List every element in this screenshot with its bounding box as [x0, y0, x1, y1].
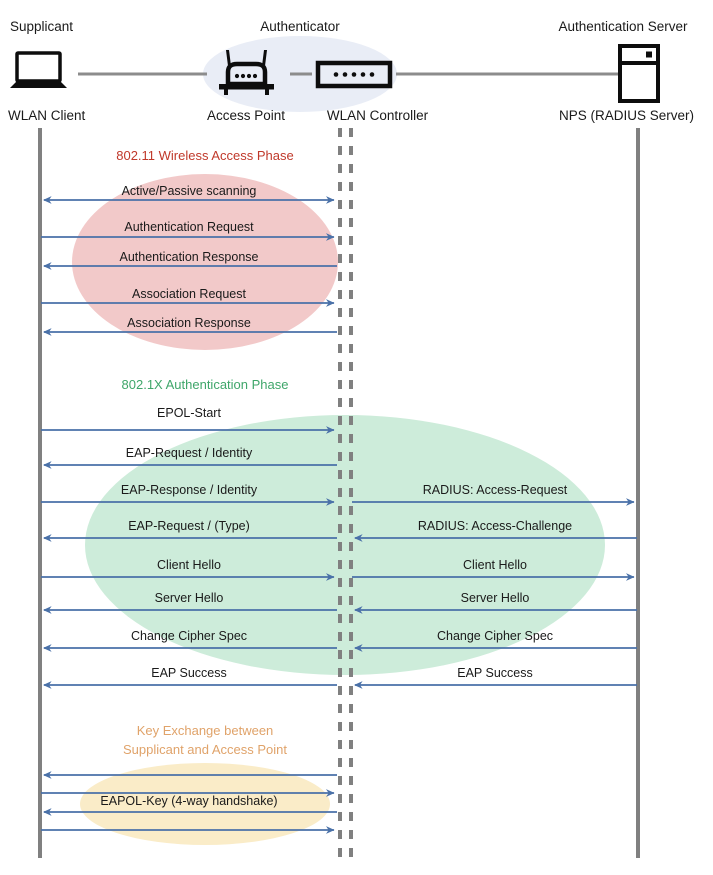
message-label-radius-access-challenge: RADIUS: Access-Challenge [417, 519, 573, 533]
phase-label-keyexchange-line1: Key Exchange between [136, 723, 274, 738]
device-label-access-point: Access Point [206, 108, 286, 123]
message-label-eap-response-identity: EAP-Response / Identity [120, 483, 258, 497]
message-label-association-response: Association Response [127, 316, 251, 330]
message-label-eap-success-left: EAP Success [151, 666, 227, 680]
phase-8021x-arrows-right [352, 498, 637, 689]
phase-label-8021x: 802.1X Authentication Phase [121, 377, 289, 392]
message-label-client-hello-right: Client Hello [463, 558, 527, 572]
phase-8021x-arrows-left [41, 426, 337, 689]
wlan-controller-icon [315, 60, 393, 89]
message-label-authentication-response: Authentication Response [119, 250, 259, 264]
message-label-eap-request-identity: EAP-Request / Identity [125, 446, 253, 460]
message-label-eap-request-type: EAP-Request / (Type) [128, 519, 250, 533]
message-label-radius-access-request: RADIUS: Access-Request [422, 483, 568, 497]
message-label-association-request: Association Request [132, 287, 246, 301]
message-label-eap-success-right: EAP Success [457, 666, 533, 680]
rack-server-icon [618, 44, 660, 103]
phase-label-80211: 802.11 Wireless Access Phase [116, 148, 294, 163]
device-label-wlan-client: WLAN Client [8, 108, 86, 123]
role-title-auth-server: Authentication Server [558, 19, 688, 34]
wireless-access-point-icon [219, 50, 274, 95]
message-label-client-hello-left: Client Hello [157, 558, 221, 572]
message-label-authentication-request: Authentication Request [124, 220, 254, 234]
message-label-server-hello-left: Server Hello [154, 591, 224, 605]
message-label-change-cipher-spec-right: Change Cipher Spec [436, 629, 554, 643]
device-label-nps: NPS (RADIUS Server) [558, 108, 695, 123]
role-title-authenticator: Authenticator [260, 19, 340, 34]
message-label-change-cipher-spec-left: Change Cipher Spec [130, 629, 248, 643]
message-label-active-passive-scanning: Active/Passive scanning [121, 184, 257, 198]
message-label-eapol-key: EAPOL-Key (4-way handshake) [100, 794, 278, 808]
device-label-wlan-controller: WLAN Controller [326, 108, 429, 123]
phase-keyexchange-arrows [41, 771, 337, 834]
message-label-epol-start: EPOL-Start [157, 406, 221, 420]
laptop-base [10, 81, 67, 88]
phase-keyexchange-ellipse [80, 763, 330, 845]
phase-label-keyexchange-line2: Supplicant and Access Point [122, 742, 288, 757]
role-title-supplicant: Supplicant [10, 19, 74, 34]
laptop-icon [15, 51, 62, 83]
message-label-server-hello-right: Server Hello [460, 591, 530, 605]
phase-80211-ellipse [72, 174, 338, 350]
phase-80211-arrows [41, 196, 337, 336]
